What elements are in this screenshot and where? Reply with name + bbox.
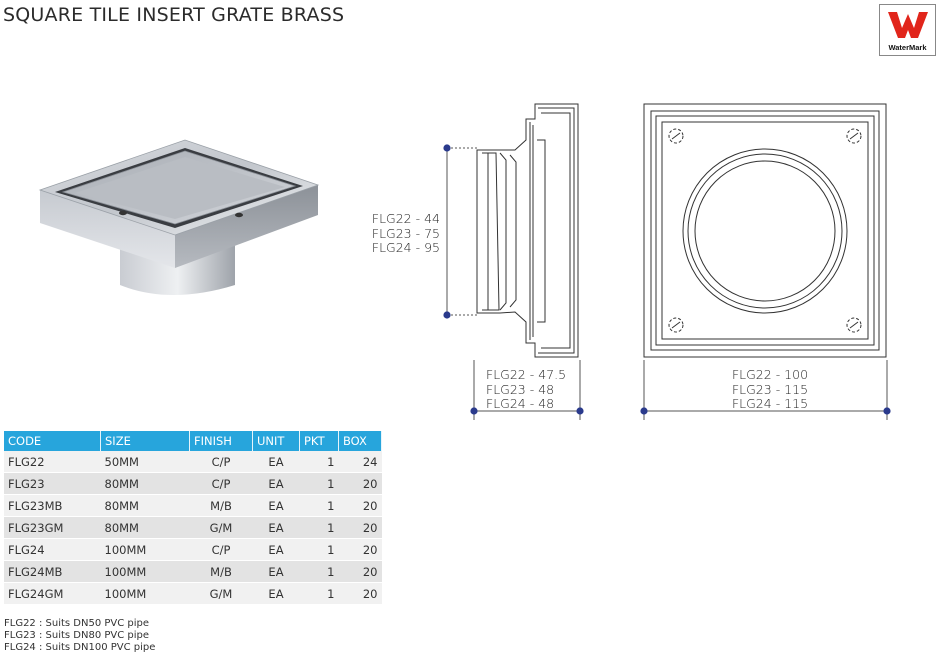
width-dimension-labels: FLG22 - 100 FLG23 - 115 FLG24 - 115 [680,367,860,412]
cell-size: 50MM [100,451,190,473]
cell-pkt: 1 [299,516,339,539]
cell-unit: EA [252,494,300,517]
width-dim-flg23: FLG23 - 115 [731,381,809,397]
page-title: SQUARE TILE INSERT GRATE BRASS [3,4,345,26]
cell-finish: G/M [189,582,253,605]
logo-text: WaterMark [888,43,927,52]
col-header-size: SIZE [100,431,190,451]
pipe-notes: FLG22 : Suits DN50 PVC pipe FLG23 : Suit… [4,618,155,654]
col-header-code: CODE [4,431,101,451]
table-header-row: CODE SIZE FINISH UNIT PKT BOX [4,431,382,451]
note-flg23: FLG23 : Suits DN80 PVC pipe [4,630,150,641]
width-dim-flg22: FLG22 - 100 [731,367,809,382]
cell-unit: EA [252,516,300,539]
height-dim-flg23: FLG23 - 75 [371,225,440,241]
cell-box: 20 [338,582,382,605]
cell-finish: C/P [189,538,253,561]
cell-code: FLG23 [4,472,101,495]
cell-size: 100MM [100,538,190,561]
cell-pkt: 1 [299,560,339,583]
cell-pkt: 1 [299,472,339,495]
cell-code: FLG24GM [4,582,101,605]
cell-unit: EA [252,472,300,495]
col-header-finish: FINISH [189,431,253,451]
cell-code: FLG23GM [4,516,101,539]
cell-box: 24 [338,451,382,473]
cell-box: 20 [338,472,382,495]
cell-box: 20 [338,538,382,561]
table-row: FLG23MB 80MM M/B EA 1 20 [4,494,382,517]
table-row: FLG24 100MM C/P EA 1 20 [4,538,382,561]
cell-size: 100MM [100,582,190,605]
cell-finish: C/P [189,472,253,495]
cell-size: 100MM [100,560,190,583]
cell-box: 20 [338,516,382,539]
cell-size: 80MM [100,516,190,539]
height-dim-flg22: FLG22 - 44 [371,211,440,226]
width-dim-flg24: FLG24 - 115 [731,396,809,411]
col-header-box: BOX [338,431,382,451]
cell-pkt: 1 [299,538,339,561]
cell-unit: EA [252,582,300,605]
cell-code: FLG23MB [4,494,101,517]
depth-dim-flg22: FLG22 - 47.5 [486,367,567,382]
cell-size: 80MM [100,494,190,517]
cell-box: 20 [338,494,382,517]
table-row: FLG23GM 80MM G/M EA 1 20 [4,516,382,539]
product-image [38,139,320,295]
depth-dim-flg23: FLG23 - 48 [486,381,555,397]
cell-finish: G/M [189,516,253,539]
cell-finish: M/B [189,560,253,583]
note-flg24: FLG24 : Suits DN100 PVC pipe [4,642,156,653]
cell-finish: M/B [189,494,253,517]
cell-unit: EA [252,451,300,473]
table-row: FLG24GM 100MM G/M EA 1 20 [4,582,382,605]
depth-dim-flg24: FLG24 - 48 [486,396,555,411]
table-row: FLG22 50MM C/P EA 1 24 [4,451,382,473]
cell-size: 80MM [100,472,190,495]
cell-box: 20 [338,560,382,583]
depth-dimension-labels: FLG22 - 47.5 FLG23 - 48 FLG24 - 48 [486,367,567,412]
height-dimension-labels: FLG22 - 44 FLG23 - 75 FLG24 - 95 [370,211,440,256]
cell-code: FLG22 [4,451,101,473]
note-flg22: FLG22 : Suits DN50 PVC pipe [4,618,150,629]
cell-unit: EA [252,560,300,583]
watermark-logo: WaterMark [879,4,936,56]
product-spec-table: CODE SIZE FINISH UNIT PKT BOX FLG22 50MM… [4,431,382,605]
height-dim-flg24: FLG24 - 95 [371,240,440,255]
cell-pkt: 1 [299,451,339,473]
table-row: FLG24MB 100MM M/B EA 1 20 [4,560,382,583]
cell-finish: C/P [189,451,253,473]
cell-pkt: 1 [299,494,339,517]
cell-unit: EA [252,538,300,561]
col-header-unit: UNIT [252,431,300,451]
watermark-w-icon [888,12,928,38]
cell-pkt: 1 [299,582,339,605]
cell-code: FLG24 [4,538,101,561]
table-row: FLG23 80MM C/P EA 1 20 [4,472,382,495]
col-header-pkt: PKT [299,431,339,451]
cell-code: FLG24MB [4,560,101,583]
